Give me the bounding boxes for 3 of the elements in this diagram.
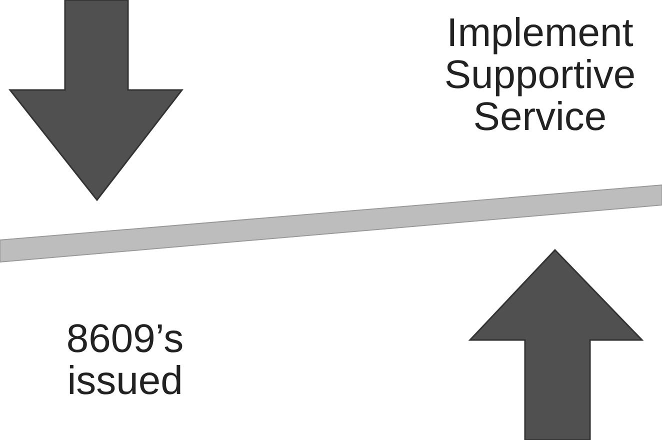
slanted-bar <box>0 184 662 263</box>
text-label: Implement Supportive Service <box>443 12 637 138</box>
text-label: 8609’s issued <box>65 318 185 402</box>
